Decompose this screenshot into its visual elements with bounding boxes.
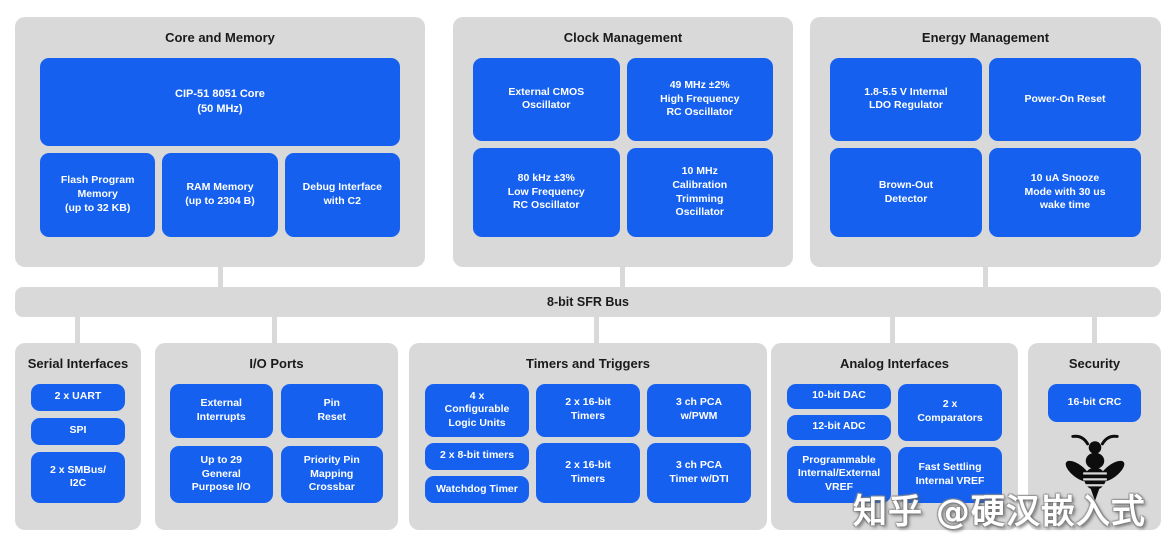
block-cip51-core: CIP-51 8051 Core (50 MHz) bbox=[40, 57, 400, 146]
block-uart: 2 x UART bbox=[31, 383, 125, 411]
connector-line bbox=[594, 317, 599, 343]
block-fast-settling-vref: Fast Settling Internal VREF bbox=[898, 446, 1002, 503]
analog-column-2: 2 x Comparators Fast Settling Internal V… bbox=[898, 383, 1002, 503]
panel-security: Security 16-bit CRC bbox=[1028, 343, 1161, 530]
block-external-interrupts: External Interrupts bbox=[170, 383, 273, 438]
block-hf-rc-oscillator: 49 MHz ±2% High Frequency RC Oscillator bbox=[626, 57, 773, 142]
panel-body-io: External Interrupts Pin Reset Up to 29 G… bbox=[155, 383, 398, 530]
timers-column-2: 2 x 16-bit Timers 2 x 16-bit Timers bbox=[536, 383, 640, 503]
panel-body-timers: 4 x Configurable Logic Units 2 x 8-bit t… bbox=[409, 383, 767, 530]
connector-line bbox=[890, 317, 895, 343]
bee-icon bbox=[1048, 429, 1141, 521]
block-pca-dti: 3 ch PCA Timer w/DTI bbox=[647, 442, 751, 503]
block-smbus-i2c: 2 x SMBus/ I2C bbox=[31, 451, 125, 503]
connector-line bbox=[218, 267, 223, 287]
panel-io-ports: I/O Ports External Interrupts Pin Reset … bbox=[155, 343, 398, 530]
panel-analog-interfaces: Analog Interfaces 10-bit DAC 12-bit ADC … bbox=[771, 343, 1018, 530]
block-8bit-timers: 2 x 8-bit timers bbox=[425, 442, 529, 470]
panel-title-security: Security bbox=[1068, 356, 1121, 371]
block-ram-memory: RAM Memory (up to 2304 B) bbox=[162, 152, 278, 237]
connector-line bbox=[75, 317, 80, 343]
panel-body-energy: 1.8-5.5 V Internal LDO Regulator Power-O… bbox=[810, 57, 1161, 267]
block-external-cmos-oscillator: External CMOS Oscillator bbox=[473, 57, 620, 142]
block-16bit-timers-b: 2 x 16-bit Timers bbox=[536, 442, 640, 503]
block-watchdog-timer: Watchdog Timer bbox=[425, 475, 529, 503]
block-pca-pwm: 3 ch PCA w/PWM bbox=[647, 383, 751, 437]
timers-column-3: 3 ch PCA w/PWM 3 ch PCA Timer w/DTI bbox=[647, 383, 751, 503]
block-adc: 12-bit ADC bbox=[787, 414, 891, 440]
block-snooze-mode: 10 uA Snooze Mode with 30 us wake time bbox=[989, 148, 1141, 237]
block-pin-reset: Pin Reset bbox=[280, 383, 383, 438]
analog-column-1: 10-bit DAC 12-bit ADC Programmable Inter… bbox=[787, 383, 891, 503]
panel-body-clock: External CMOS Oscillator 49 MHz ±2% High… bbox=[453, 57, 793, 267]
sfr-bus: 8-bit SFR Bus bbox=[15, 287, 1161, 317]
block-programmable-vref: Programmable Internal/External VREF bbox=[787, 445, 891, 503]
panel-title-timers-and-triggers: Timers and Triggers bbox=[525, 356, 651, 371]
panel-body-serial: 2 x UART SPI 2 x SMBus/ I2C bbox=[15, 383, 141, 530]
panel-serial-interfaces: Serial Interfaces 2 x UART SPI 2 x SMBus… bbox=[15, 343, 141, 530]
panel-energy-management: Energy Management 1.8-5.5 V Internal LDO… bbox=[810, 17, 1161, 267]
block-general-purpose-io: Up to 29 General Purpose I/O bbox=[170, 445, 273, 503]
block-16bit-timers-a: 2 x 16-bit Timers bbox=[536, 383, 640, 437]
block-ldo-regulator: 1.8-5.5 V Internal LDO Regulator bbox=[830, 57, 982, 142]
panel-body-core: CIP-51 8051 Core (50 MHz) Flash Program … bbox=[15, 57, 425, 267]
block-flash-memory: Flash Program Memory (up to 32 KB) bbox=[40, 152, 156, 237]
panel-title-clock-management: Clock Management bbox=[563, 30, 683, 45]
panel-timers-and-triggers: Timers and Triggers 4 x Configurable Log… bbox=[409, 343, 767, 530]
panel-core-and-memory: Core and Memory CIP-51 8051 Core (50 MHz… bbox=[15, 17, 425, 267]
panel-title-io-ports: I/O Ports bbox=[249, 356, 304, 371]
panel-title-core-and-memory: Core and Memory bbox=[165, 30, 275, 45]
panel-title-energy-management: Energy Management bbox=[921, 30, 1050, 45]
block-brown-out-detector: Brown-Out Detector bbox=[830, 148, 982, 237]
block-comparators: 2 x Comparators bbox=[898, 383, 1002, 441]
block-spi: SPI bbox=[31, 417, 125, 445]
block-configurable-logic-units: 4 x Configurable Logic Units bbox=[425, 383, 529, 437]
panel-title-serial-interfaces: Serial Interfaces bbox=[27, 356, 129, 371]
connector-line bbox=[983, 267, 988, 287]
block-power-on-reset: Power-On Reset bbox=[989, 57, 1141, 142]
block-crc: 16-bit CRC bbox=[1048, 383, 1141, 422]
timers-column-1: 4 x Configurable Logic Units 2 x 8-bit t… bbox=[425, 383, 529, 503]
block-calibration-oscillator: 10 MHz Calibration Trimming Oscillator bbox=[626, 148, 773, 237]
connector-line bbox=[272, 317, 277, 343]
panel-clock-management: Clock Management External CMOS Oscillato… bbox=[453, 17, 793, 267]
block-priority-crossbar: Priority Pin Mapping Crossbar bbox=[280, 445, 383, 503]
block-lf-rc-oscillator: 80 kHz ±3% Low Frequency RC Oscillator bbox=[473, 148, 620, 237]
panel-body-security: 16-bit CRC bbox=[1028, 383, 1161, 530]
panel-body-analog: 10-bit DAC 12-bit ADC Programmable Inter… bbox=[771, 383, 1018, 530]
zhihu-watermark: 知乎 @硬汉嵌入式 bbox=[853, 492, 1146, 532]
connector-line bbox=[620, 267, 625, 287]
panel-title-analog-interfaces: Analog Interfaces bbox=[839, 356, 950, 371]
connector-line bbox=[1092, 317, 1097, 343]
block-debug-interface: Debug Interface with C2 bbox=[284, 152, 400, 237]
block-dac: 10-bit DAC bbox=[787, 383, 891, 409]
